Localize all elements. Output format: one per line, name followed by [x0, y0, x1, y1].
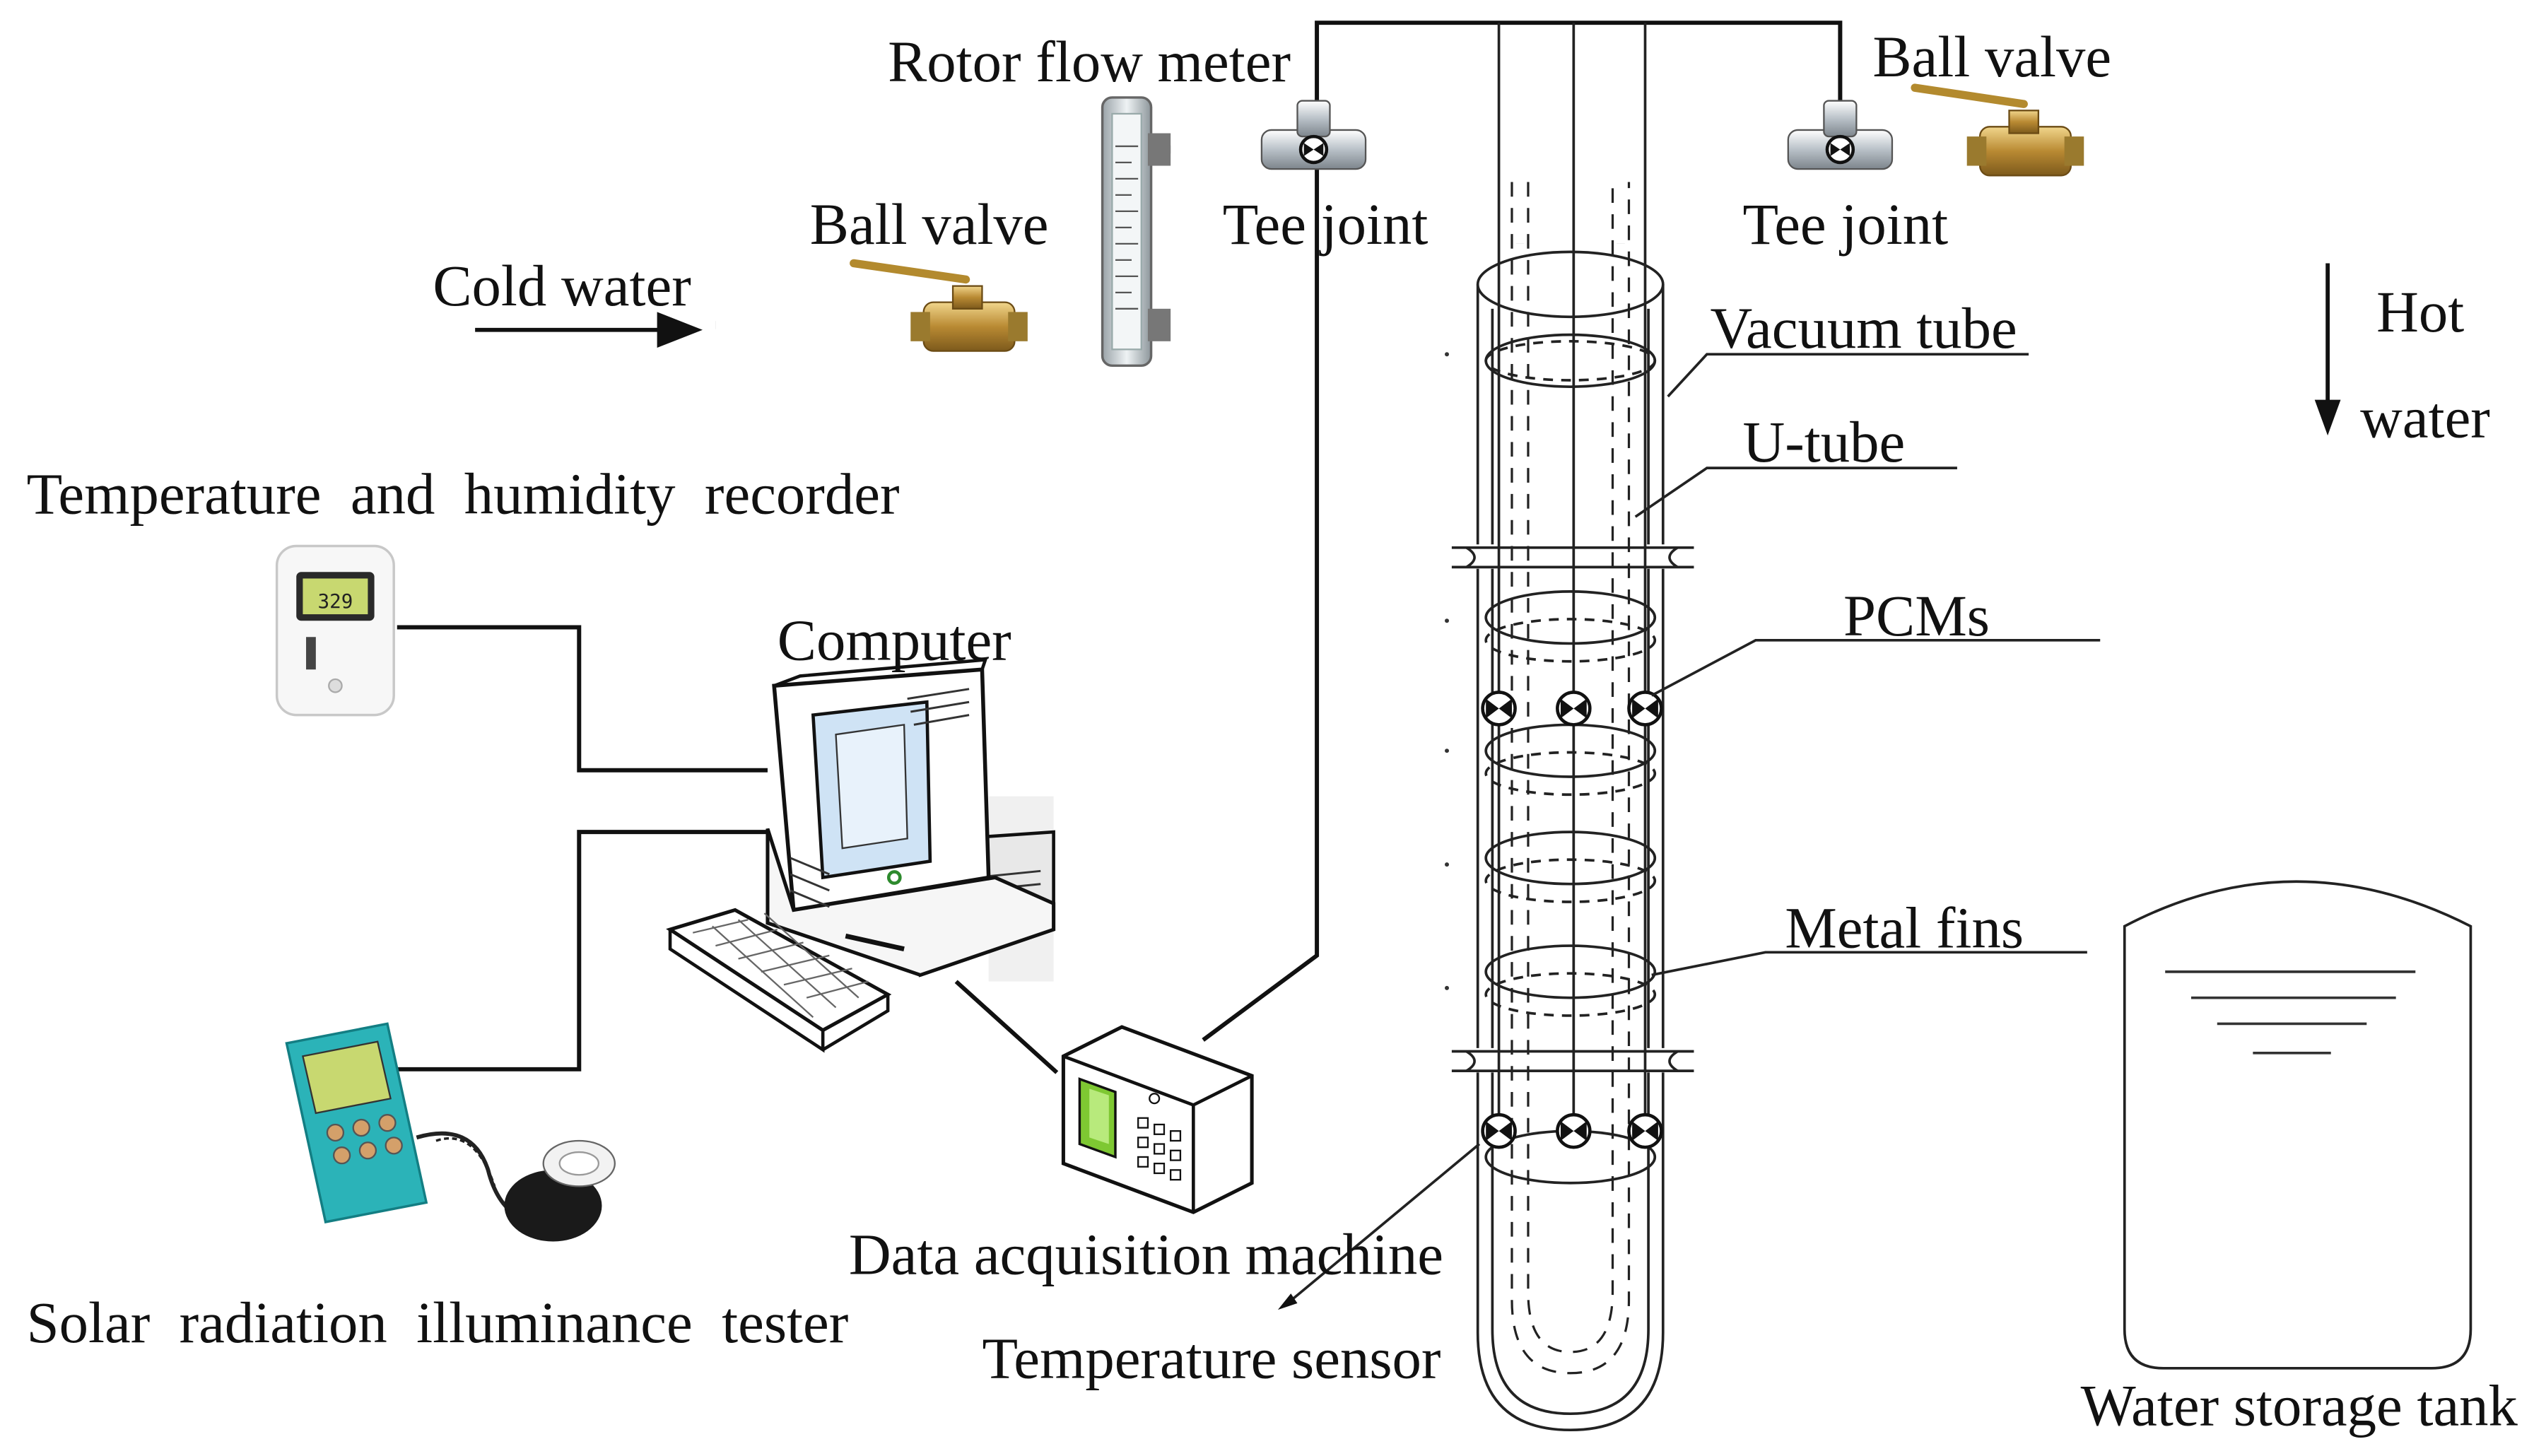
svg-text:329: 329: [318, 589, 353, 613]
sensor-icon: [1556, 1112, 1592, 1149]
leader-lines: [1277, 353, 2101, 1310]
tee-joint-right: [1787, 100, 1894, 170]
temperature-sensors: [1481, 691, 1663, 1149]
sensor-icon: [1556, 691, 1592, 727]
sensor-icon: [1627, 1112, 1663, 1149]
daq-cable: [954, 980, 1059, 1074]
hot-label: Hot: [2376, 279, 2464, 344]
pcms-label: PCMs: [1843, 583, 1990, 648]
water-storage-tank: [2123, 880, 2472, 1370]
rotor-flow-meter-label: Rotor flow meter: [888, 29, 1291, 94]
solar-radiation-tester-icon: [285, 1022, 616, 1242]
u-tube-label: U-tube: [1742, 409, 1905, 474]
water-label: water: [2360, 384, 2490, 450]
tester-cable: [390, 830, 768, 1072]
temperature-humidity-recorder-label: Temperature and humidity recorder: [27, 462, 900, 527]
computer-icon: [666, 657, 1056, 1053]
cold-water-label: Cold water: [433, 253, 691, 318]
piping: [715, 139, 2294, 886]
temperature-sensor-label: Temperature sensor: [982, 1326, 1441, 1391]
data-acquisition-machine-icon: [1061, 1025, 1254, 1214]
tee-joint-right-label: Tee joint: [1742, 192, 1948, 257]
computer-label: Computer: [778, 607, 1011, 672]
hot-water-arrow: [2314, 263, 2341, 436]
sensor-icon: [1627, 691, 1663, 727]
sensor-icon: [1481, 691, 1517, 727]
tee-joint-left-label: Tee joint: [1223, 192, 1429, 257]
cold-water-arrow: [475, 312, 703, 348]
solar-tester-label: Solar radiation illuminance tester: [27, 1290, 849, 1355]
vacuum-tube: [1445, 182, 1694, 1432]
ball-valve-right-label: Ball valve: [1872, 24, 2111, 89]
rotor-flow-meter: [1101, 96, 1171, 368]
tee-joint-left: [1260, 100, 1367, 170]
water-storage-tank-label: Water storage tank: [2081, 1373, 2518, 1438]
ball-valve-left: [850, 259, 1028, 352]
vacuum-tube-label: Vacuum tube: [1710, 295, 2017, 360]
ball-valve-right: [1911, 83, 2084, 177]
sensor-icon: [1481, 1112, 1517, 1149]
ball-valve-left-label: Ball valve: [810, 192, 1049, 257]
temperature-humidity-recorder-icon: 329: [275, 544, 395, 717]
labels: Rotor flow meter Ball valve Ball valve C…: [27, 24, 2518, 1438]
data-acquisition-label: Data acquisition machine: [849, 1222, 1443, 1287]
recorder-cable: [397, 625, 768, 773]
metal-fins-label: Metal fins: [1785, 895, 2024, 960]
